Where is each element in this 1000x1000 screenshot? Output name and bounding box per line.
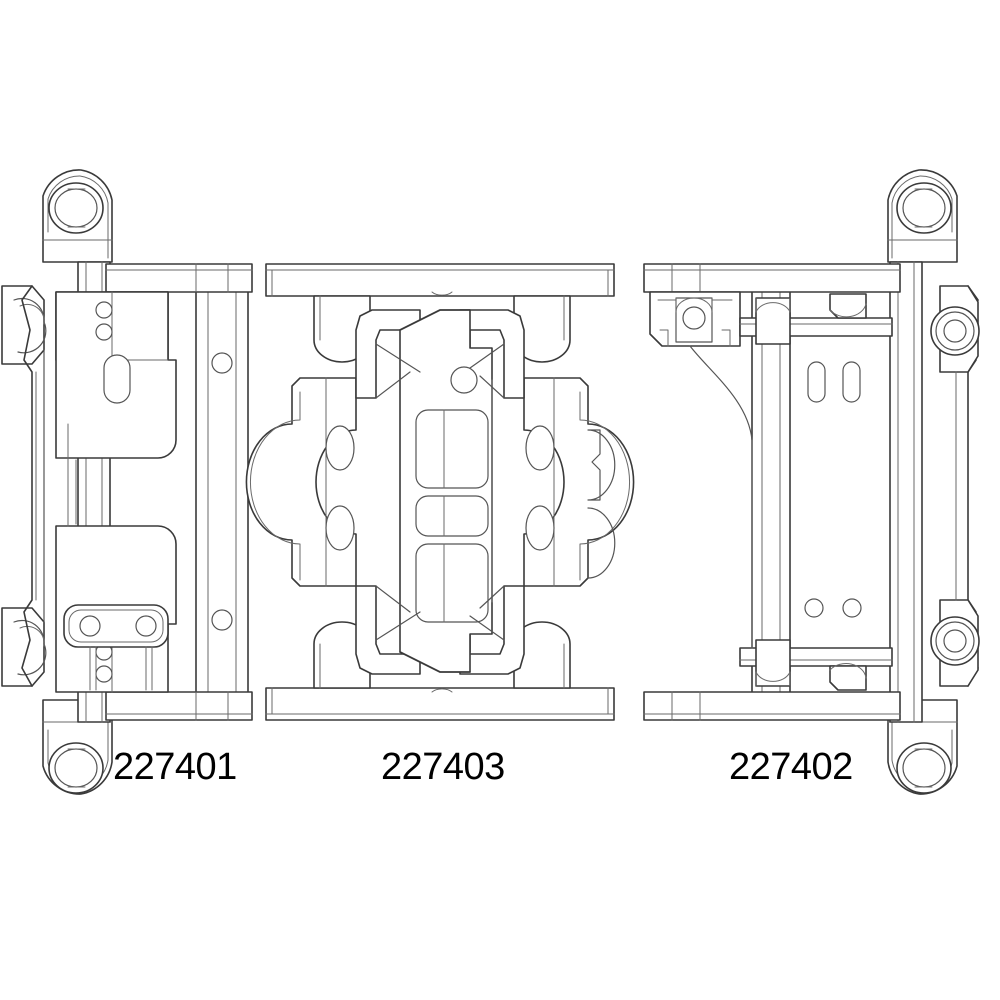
center-core: [399, 309, 493, 673]
cross-brace-bar-upper: [739, 293, 893, 345]
part-number-label-227403: 227403: [381, 746, 505, 788]
top-cross-bar: [265, 263, 615, 297]
left-outer-contour: [21, 285, 45, 687]
bottom-cross-bar: [265, 687, 615, 721]
center-slot-2: [415, 495, 489, 537]
ring-boss-lower-right: [930, 616, 980, 666]
vertical-slot-holes-right: [807, 361, 861, 403]
part-number-label-227401: 227401: [113, 746, 237, 788]
rounded-mount-pad-lower-left: [55, 423, 177, 693]
outer-tab-bottom-left: [1, 607, 47, 687]
corner-eyelet-boss-bottom-left: [42, 699, 113, 795]
clamp-block-left: [63, 604, 169, 691]
center-right-rail: [523, 377, 635, 587]
horizontal-rail-top-right: [643, 263, 901, 293]
part-227401-left-bracket: [1, 169, 253, 795]
part-227403-center-skid-plate: [245, 263, 635, 721]
center-diagonal-ribs: [375, 343, 505, 641]
center-slot-3: [415, 543, 489, 623]
center-slot-1: [415, 409, 489, 489]
ring-boss-upper-right: [930, 306, 980, 356]
corner-eyelet-boss-top-right: [887, 169, 958, 263]
right-body-rails: [751, 261, 923, 723]
part-227402-right-bracket: [643, 169, 980, 795]
part-number-label-227402: 227402: [729, 746, 853, 788]
horizontal-rail-bottom-left: [105, 691, 253, 721]
center-outer-clips: [587, 429, 616, 579]
small-holes-lower-right: [804, 598, 862, 618]
inner-hook-arms-lower: [355, 585, 525, 675]
corner-eyelet-boss-bottom-right: [887, 699, 958, 795]
clamp-block-right: [649, 291, 753, 441]
corner-eyelet-boss-top-left: [42, 169, 113, 263]
horizontal-rail-top-left: [105, 263, 253, 293]
cross-brace-bar-lower: [739, 639, 893, 691]
rounded-mount-pad-upper-left: [55, 291, 177, 561]
center-left-rail: [245, 377, 357, 587]
horizontal-rail-bottom-right: [643, 691, 901, 721]
